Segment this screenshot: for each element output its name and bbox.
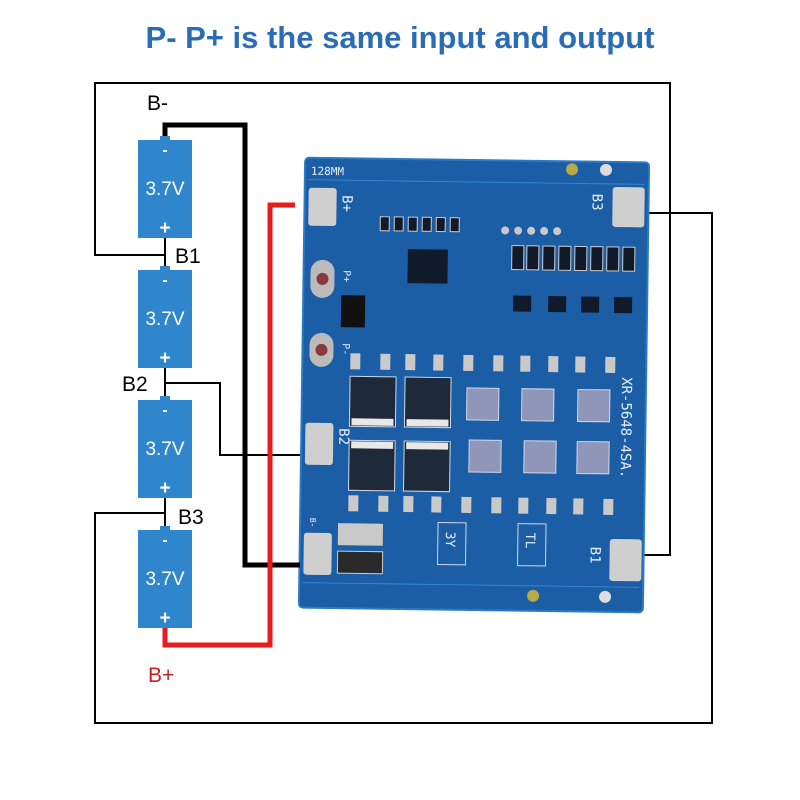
label-b2: B2 <box>122 373 148 396</box>
label-b3: B3 <box>178 506 204 529</box>
wire-b-minus <box>162 122 300 568</box>
battery-cell: - 3.7V + <box>138 266 192 369</box>
label-b-minus: B- <box>147 92 168 115</box>
svg-text:P+: P+ <box>340 270 351 282</box>
pad-b2 <box>304 422 334 466</box>
svg-text:-: - <box>162 142 167 159</box>
battery-cell: - 3.7V + <box>138 136 192 239</box>
svg-text:P-: P- <box>339 343 350 355</box>
mark-tl: TL <box>522 533 537 549</box>
svg-text:B1: B1 <box>587 547 603 564</box>
svg-text:+: + <box>159 218 170 239</box>
mark-3y: 3Y <box>442 532 457 548</box>
svg-text:-: - <box>162 402 167 419</box>
svg-text:3.7V: 3.7V <box>145 569 184 590</box>
svg-text:B2: B2 <box>335 428 351 445</box>
pad-b1 <box>609 538 642 582</box>
battery-cell: - 3.7V + <box>138 526 192 629</box>
wire-b3 <box>94 212 713 724</box>
svg-text:3.7V: 3.7V <box>145 179 184 200</box>
pad-b3 <box>612 186 645 228</box>
svg-text:+: + <box>159 348 170 369</box>
svg-text:+: + <box>159 478 170 499</box>
bms-board: 128MM B+ B3 B2 B1 B- P+ P- XR-5648-4SA. <box>297 156 651 614</box>
size-mark: 128MM <box>311 165 345 178</box>
svg-text:3.7V: 3.7V <box>145 309 184 330</box>
svg-text:3.7V: 3.7V <box>145 439 184 460</box>
model-mark: XR-5648-4SA. <box>617 377 634 478</box>
label-b-plus: B+ <box>148 664 174 687</box>
battery-cell: - 3.7V + <box>138 396 192 499</box>
wire-b-plus <box>162 202 295 648</box>
wire-b1 <box>94 82 671 556</box>
svg-text:B+: B+ <box>338 195 354 212</box>
svg-text:-: - <box>162 532 167 549</box>
pad-b-plus <box>308 187 337 227</box>
diagram-title: P- P+ is the same input and output <box>145 20 655 55</box>
wire-b2 <box>165 382 300 456</box>
pad-b-minus <box>303 532 332 575</box>
svg-text:B3: B3 <box>588 194 604 211</box>
svg-text:-: - <box>162 272 167 289</box>
label-b1: B1 <box>175 245 201 268</box>
svg-text:B-: B- <box>308 518 317 528</box>
svg-text:+: + <box>159 608 170 629</box>
